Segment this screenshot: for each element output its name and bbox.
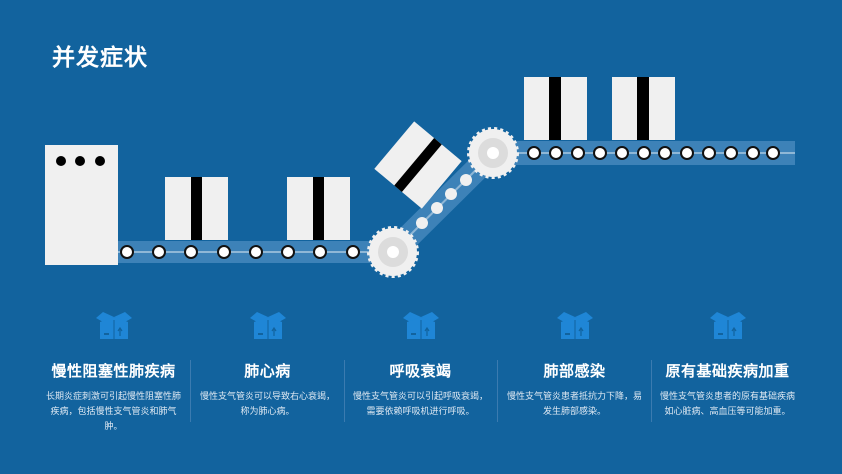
card-title: 呼吸衰竭 (389, 362, 452, 380)
complication-card: 肺心病 慢性支气管炎可以导致右心衰竭，称为肺心病。 (191, 312, 344, 420)
card-description: 慢性支气管炎患者的原有基础疾病如心脏病、高血压等可能加重。 (659, 392, 795, 417)
conveyor-illustration (45, 77, 795, 278)
complication-card: 肺部感染 慢性支气管炎患者抵抗力下降，易发生肺部感染。 (498, 312, 651, 420)
card-title: 原有基础疾病加重 (665, 362, 790, 380)
card-description: 慢性支气管炎可以导致右心衰竭，称为肺心病。 (199, 392, 335, 417)
card-description: 慢性支气管炎患者抵抗力下降，易发生肺部感染。 (506, 392, 642, 417)
divider (497, 360, 498, 422)
complication-card: 呼吸衰竭 慢性支气管炎可以引起呼吸衰竭，需要依赖呼吸机进行呼吸。 (344, 312, 497, 420)
page-title: 并发症状 (52, 45, 148, 71)
divider (344, 360, 345, 422)
lower-belt (118, 241, 393, 263)
open-box-icon (37, 312, 190, 346)
gear-icon (367, 226, 419, 278)
card-title: 肺心病 (244, 362, 291, 380)
complication-card: 原有基础疾病加重 慢性支气管炎患者的原有基础疾病如心脏病、高血压等可能加重。 (651, 312, 804, 420)
divider (651, 360, 652, 422)
open-box-icon (344, 312, 497, 346)
machine (45, 145, 118, 265)
gear-icon (467, 127, 519, 179)
box (374, 121, 462, 209)
divider (190, 360, 191, 422)
card-description: 慢性支气管炎可以引起呼吸衰竭，需要依赖呼吸机进行呼吸。 (352, 392, 488, 417)
box (612, 77, 675, 140)
card-description: 长期炎症刺激可引起慢性阻塞性肺疾病，包括慢性支气管炎和肺气肿。 (45, 392, 181, 432)
card-title: 慢性阻塞性肺疾病 (51, 362, 176, 380)
upper-belt (493, 141, 795, 165)
complication-card: 慢性阻塞性肺疾病 长期炎症刺激可引起慢性阻塞性肺疾病，包括慢性支气管炎和肺气肿。 (37, 312, 190, 435)
open-box-icon (498, 312, 651, 346)
card-title: 肺部感染 (543, 362, 606, 380)
open-box-icon (651, 312, 804, 346)
box (287, 177, 350, 240)
box (165, 177, 228, 240)
box (524, 77, 587, 140)
open-box-icon (191, 312, 344, 346)
